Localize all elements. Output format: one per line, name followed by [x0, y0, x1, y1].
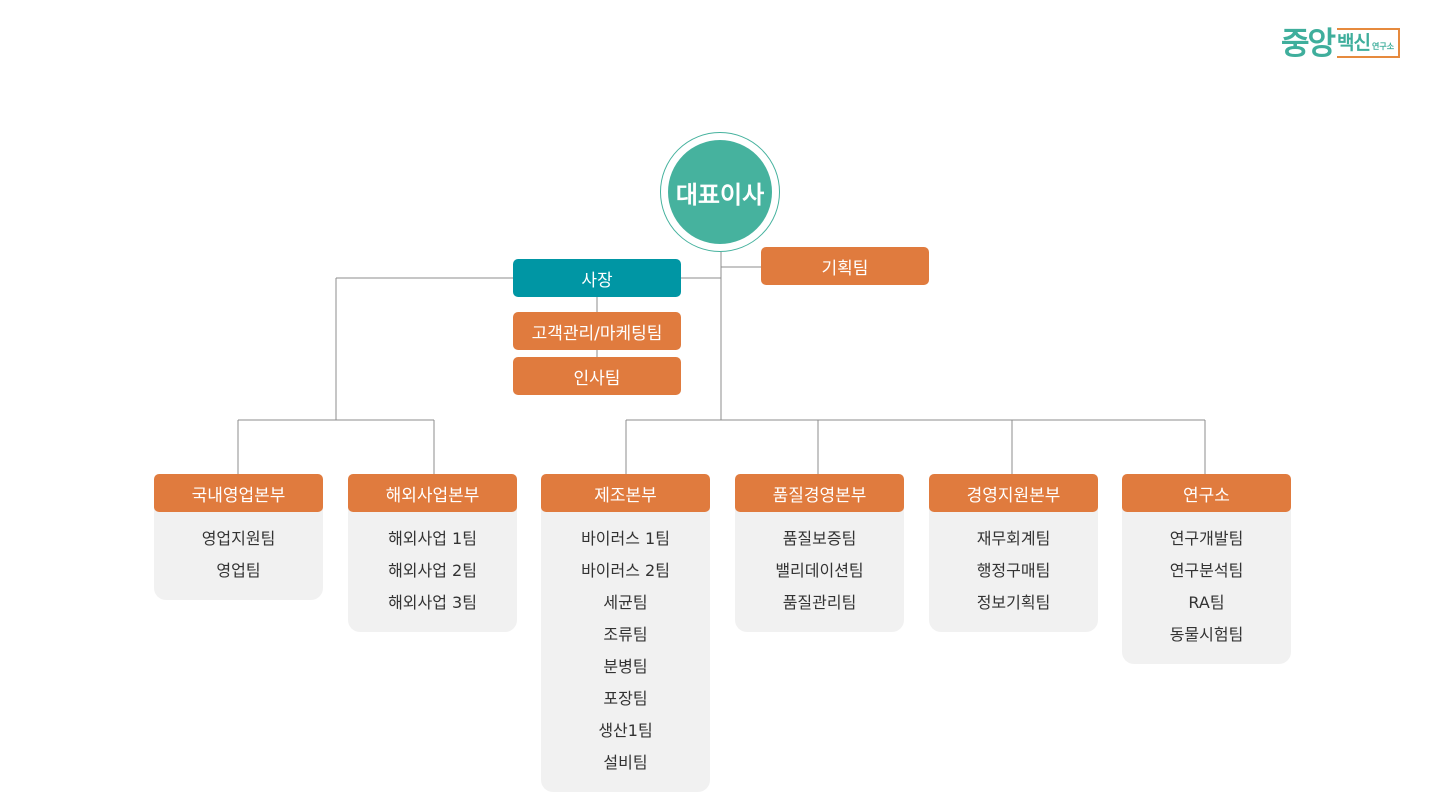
team-item: 세균팀 — [603, 593, 648, 612]
team-item: 바이러스 2팀 — [581, 561, 670, 580]
division-header: 연구소 — [1122, 474, 1291, 512]
team-item: 동물시험팀 — [1169, 625, 1244, 644]
team-item: 재무회계팀 — [976, 529, 1051, 548]
team-item: RA팀 — [1188, 593, 1225, 612]
marketing-team-node: 고객관리/마케팅팀 — [513, 312, 681, 350]
team-item: 연구개발팀 — [1169, 529, 1244, 548]
team-item: 연구분석팀 — [1169, 561, 1244, 580]
division-header: 품질경영본부 — [735, 474, 904, 512]
company-logo: 중앙 백신 연구소 — [1281, 22, 1401, 62]
team-item: 영업지원팀 — [201, 529, 276, 548]
division-header: 경영지원본부 — [929, 474, 1098, 512]
team-item: 품질관리팀 — [782, 593, 857, 612]
ceo-node: 대표이사 — [668, 140, 772, 244]
team-item: 품질보증팀 — [782, 529, 857, 548]
team-item: 분병팀 — [603, 657, 648, 676]
team-item: 해외사업 1팀 — [388, 529, 477, 548]
team-item: 조류팀 — [603, 625, 648, 644]
hr-team-node: 인사팀 — [513, 357, 681, 395]
team-item: 포장팀 — [603, 689, 648, 708]
team-item: 생산1팀 — [598, 721, 653, 740]
planning-team-node: 기획팀 — [761, 247, 929, 285]
logo-main-text: 중앙 — [1281, 26, 1336, 62]
team-item: 해외사업 2팀 — [388, 561, 477, 580]
team-item: 영업팀 — [216, 561, 261, 580]
team-item: 밸리데이션팀 — [775, 561, 864, 580]
team-item: 행정구매팀 — [976, 561, 1051, 580]
logo-small-text: 연구소 — [1372, 42, 1395, 51]
team-item: 해외사업 3팀 — [388, 593, 477, 612]
team-item: 정보기획팀 — [976, 593, 1051, 612]
division-header: 제조본부 — [541, 474, 710, 512]
logo-sub-text: 백신 — [1337, 32, 1371, 54]
division-header: 해외사업본부 — [348, 474, 517, 512]
logo-frame: 백신 연구소 — [1337, 28, 1401, 58]
team-item: 바이러스 1팀 — [581, 529, 670, 548]
team-item: 설비팀 — [603, 753, 648, 772]
division-header: 국내영업본부 — [154, 474, 323, 512]
president-node: 사장 — [513, 259, 681, 297]
